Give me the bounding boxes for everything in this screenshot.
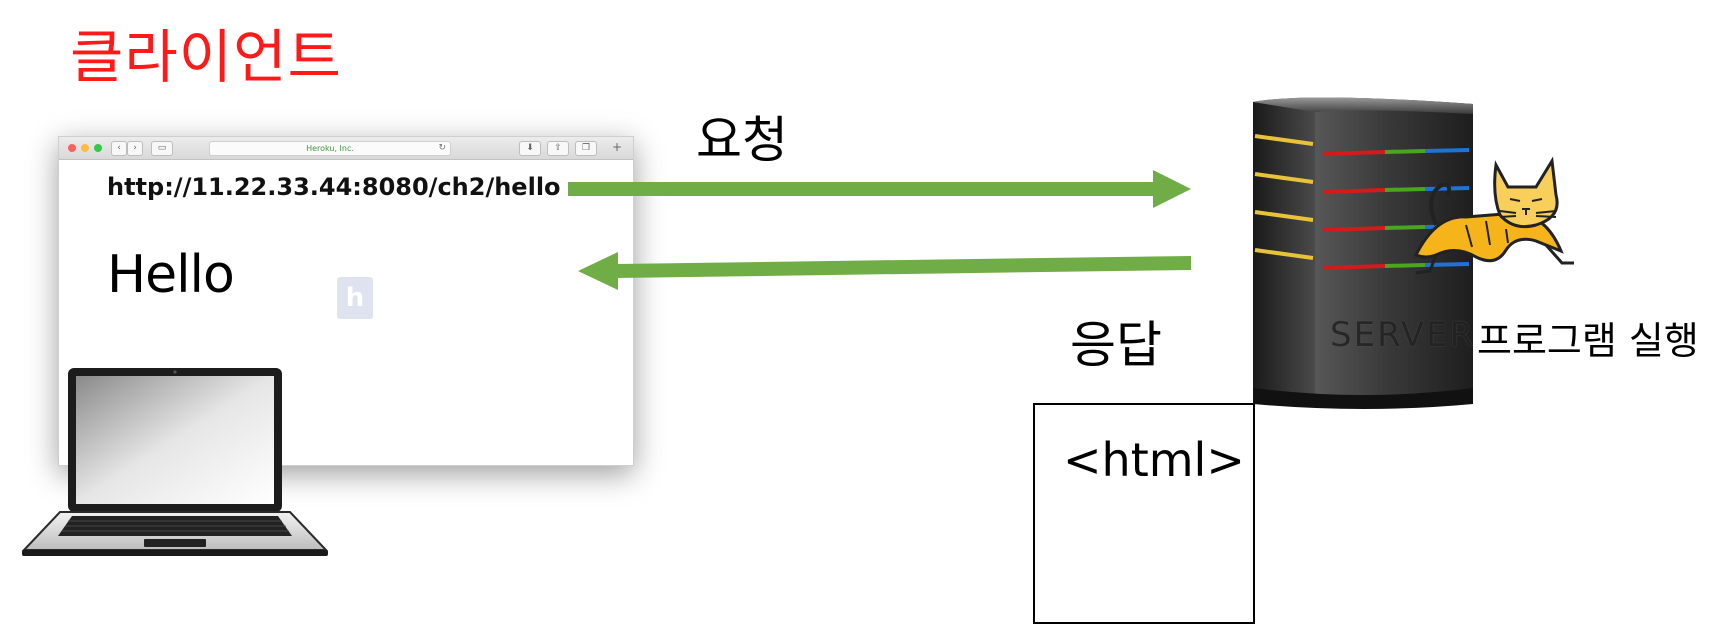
address-text: Heroku, Inc. (306, 144, 354, 153)
reload-icon[interactable]: ↻ (438, 143, 446, 153)
page-content-hello: Hello (107, 245, 235, 305)
client-title: 클라이언트 (70, 23, 342, 91)
forward-icon[interactable]: › (127, 141, 143, 156)
tomcat-icon (1413, 156, 1574, 275)
sidebar-icon[interactable]: ▭ (151, 141, 173, 156)
browser-toolbar: ‹ › ▭ Heroku, Inc. ↻ ⬇ ⇪ ❐ + (59, 137, 633, 160)
download-icon[interactable]: ⬇ (519, 141, 541, 156)
html-document-box: <html> (1033, 403, 1255, 624)
arrows (568, 170, 1191, 290)
run-program-label: 프로그램 실행 (1477, 319, 1699, 363)
request-url: http://11.22.33.44:8080/ch2/hello (107, 173, 561, 201)
response-arrow (578, 252, 1191, 290)
tabs-icon[interactable]: ❐ (575, 141, 597, 156)
request-label: 요청 (696, 111, 788, 169)
laptop-icon (21, 368, 329, 556)
close-dot-icon[interactable] (68, 144, 76, 152)
html-tag-text: <html> (1063, 433, 1245, 487)
minimize-dot-icon[interactable] (81, 144, 89, 152)
heroku-logo-icon: h (337, 277, 373, 319)
share-icon[interactable]: ⇪ (547, 141, 569, 156)
server-caption: SERVER (1330, 315, 1476, 355)
back-icon[interactable]: ‹ (111, 141, 127, 156)
request-arrow (568, 170, 1191, 208)
maximize-dot-icon[interactable] (94, 144, 102, 152)
address-bar[interactable]: Heroku, Inc. ↻ (209, 141, 451, 156)
new-tab-icon[interactable]: + (611, 140, 623, 154)
server-icon (1253, 97, 1473, 409)
response-label: 응답 (1070, 316, 1162, 374)
